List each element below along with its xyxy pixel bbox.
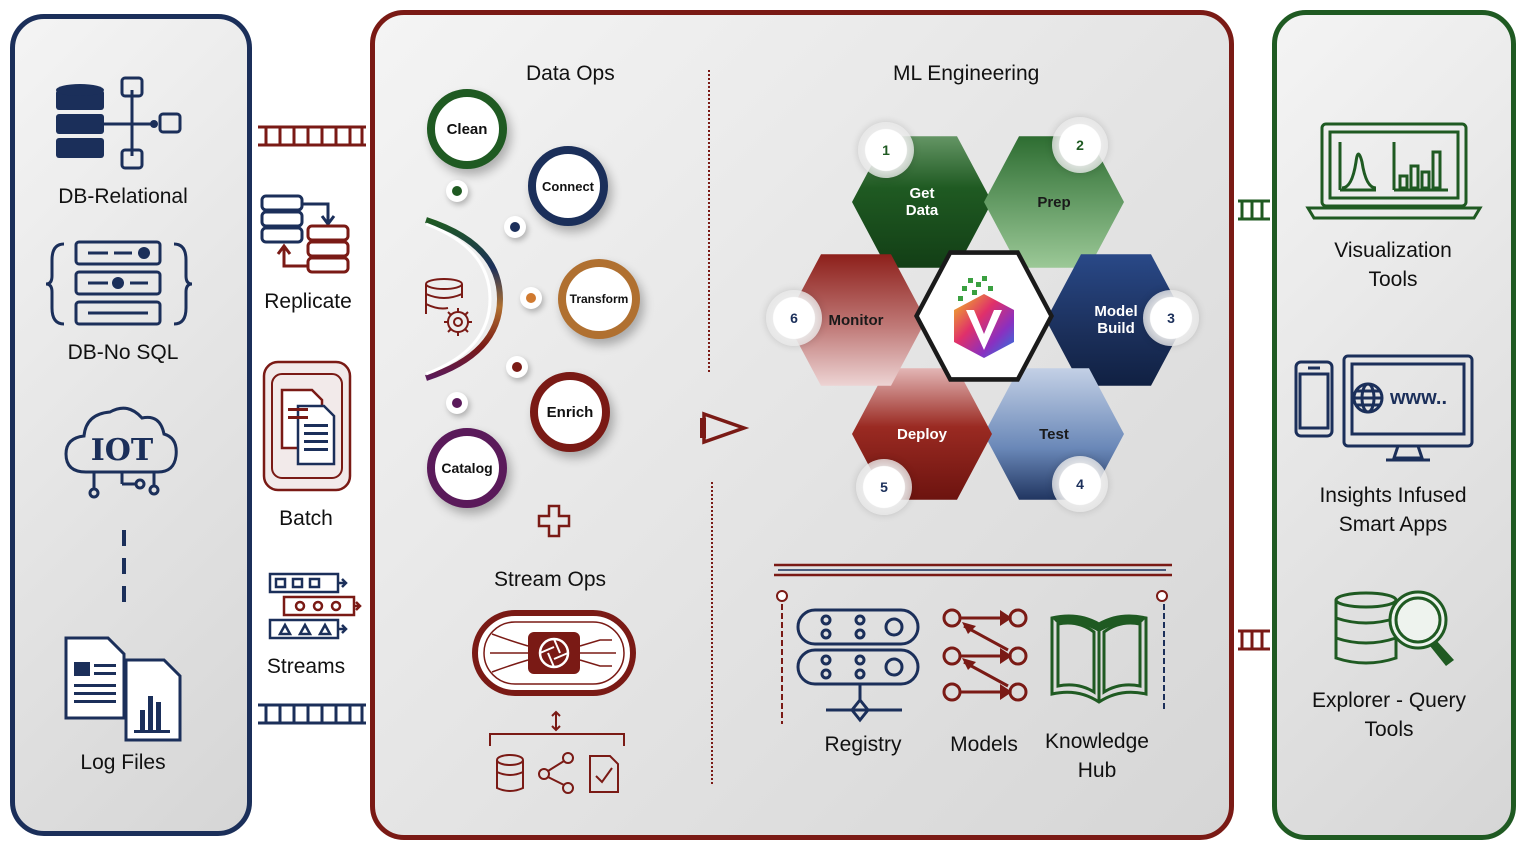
batch-label: Batch [279, 507, 333, 530]
svg-text:www..: www.. [1389, 387, 1447, 409]
knowledge-hub-book-icon [1050, 614, 1148, 704]
data-ops-step-label: Connect [542, 178, 594, 194]
streams-label: Streams [266, 655, 346, 678]
data-ops-step-label: Transform [569, 292, 629, 306]
connector-top-right [1238, 199, 1270, 221]
data-ops-step-label: Enrich [546, 403, 594, 421]
flow-dot [504, 216, 526, 238]
svg-text:IOT: IOT [91, 433, 154, 468]
connector-bottom-left [258, 703, 366, 725]
data-ops-step-circle: Catalog [427, 428, 507, 508]
data-ops-arc [425, 217, 504, 381]
flow-dot [506, 356, 528, 378]
db-relational-label: DB-Relational [58, 185, 188, 208]
models-label: Models [950, 733, 1018, 756]
data-ops-title: Data Ops [526, 62, 615, 85]
ml-engineering-title: ML Engineering [893, 62, 1040, 85]
streams-icon [268, 572, 362, 640]
flow-dot [446, 392, 468, 414]
stream-outputs-icon [489, 710, 625, 794]
knowledge-hub-label: Knowledge Hub [1045, 730, 1149, 782]
continuation-dashes [122, 530, 126, 602]
logo-icon [954, 276, 1014, 358]
data-ops-step-circle: Transform [558, 259, 640, 339]
database-nosql-icon [45, 240, 193, 326]
connector-top-left [258, 125, 366, 147]
stream-processor-icon [472, 610, 636, 696]
ml-step-number: 6 [766, 290, 822, 346]
components-bracket [774, 563, 1172, 724]
iot-cloud-icon: IOT [64, 406, 178, 499]
data-ops-step-label: Clean [446, 120, 488, 138]
visualization-tools-label: Visualization Tools [1334, 239, 1452, 291]
replicate-icon [260, 194, 350, 274]
plus-icon [537, 504, 571, 538]
ml-step-number: 2 [1052, 117, 1108, 173]
db-nosql-label: DB-No SQL [67, 341, 179, 364]
models-icon [942, 608, 1028, 702]
database-relational-icon [56, 76, 182, 170]
data-ops-step-circle: Clean [427, 89, 507, 169]
replicate-label: Replicate [264, 290, 352, 313]
ml-step-number: 1 [858, 122, 914, 178]
visualization-laptop-icon [1305, 122, 1483, 220]
section-divider [708, 70, 713, 786]
ml-step-number: 5 [856, 459, 912, 515]
flow-arrow-icon [700, 411, 750, 445]
connector-bottom-right [1238, 629, 1270, 651]
log-files-label: Log Files [80, 751, 166, 774]
registry-label: Registry [824, 733, 902, 756]
batch-icon [262, 360, 352, 492]
stream-ops-title: Stream Ops [494, 568, 607, 591]
explorer-query-tools-label: Explorer - Query Tools [1311, 689, 1467, 741]
data-ops-step-label: Catalog [441, 460, 493, 476]
flow-dot [446, 180, 468, 202]
explorer-query-icon [1334, 590, 1454, 666]
data-ops-step-circle: Connect [528, 146, 608, 226]
insights-smart-apps-label: Insights Infused Smart Apps [1319, 484, 1467, 536]
flow-dot [520, 287, 542, 309]
log-files-icon [64, 636, 182, 742]
registry-icon [796, 608, 920, 723]
data-ops-step-circle: Enrich [530, 372, 610, 452]
ml-step-number: 3 [1143, 290, 1199, 346]
ml-step-number: 4 [1052, 456, 1108, 512]
database-gear-icon [425, 278, 472, 336]
smart-apps-devices-icon: www.. [1294, 354, 1474, 462]
